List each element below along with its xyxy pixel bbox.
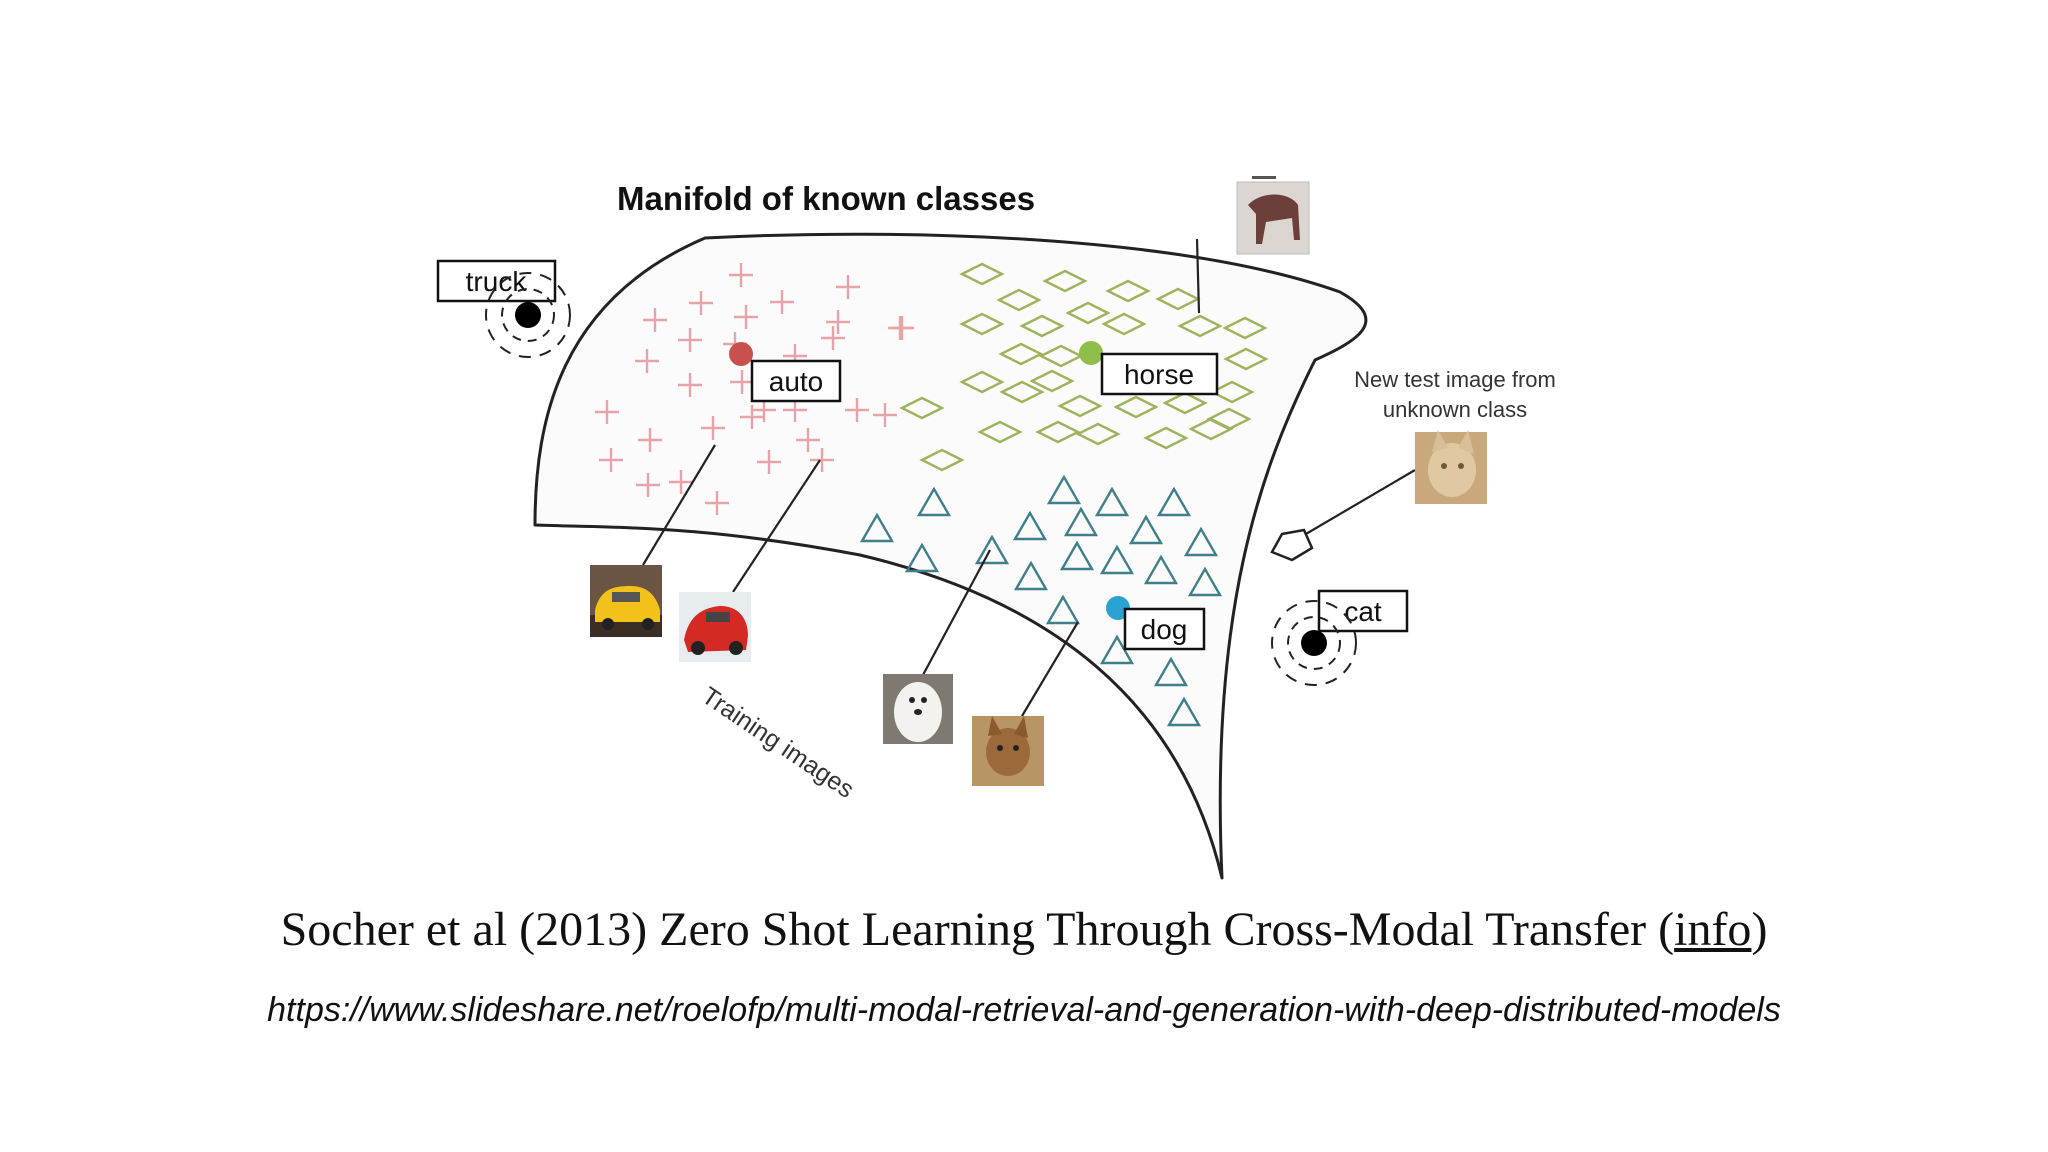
new-test-annotation-line1: New test image from [1354, 367, 1556, 392]
info-link[interactable]: info [1674, 903, 1751, 956]
horse-class-dot [1079, 341, 1103, 365]
cat-label: cat [1319, 591, 1407, 631]
truck-label: truck [438, 261, 555, 301]
training-images-label: Training images [697, 682, 859, 804]
new-test-annotation-line2: unknown class [1383, 397, 1527, 422]
horse-label: horse [1102, 354, 1217, 394]
white-dog-photo-thumbnail [883, 674, 953, 744]
horse-photo-thumbnail [1237, 176, 1309, 254]
new-test-point-pentagon [1272, 530, 1312, 560]
truck-label-text: truck [466, 266, 528, 297]
red-car-photo-thumbnail [679, 592, 751, 662]
auto-label-text: auto [769, 366, 824, 397]
horse-label-text: horse [1124, 359, 1194, 390]
citation-text: Socher et al (2013) Zero Shot Learning T… [281, 903, 1675, 956]
source-url[interactable]: https://www.slideshare.net/roelofp/multi… [0, 991, 2048, 1030]
cat-photo-thumbnail [1415, 430, 1487, 504]
auto-label: auto [752, 361, 840, 401]
diagram-title: Manifold of known classes [617, 180, 1035, 217]
yellow-car-photo-thumbnail [590, 565, 662, 637]
auto-class-dot [729, 342, 753, 366]
citation-line: Socher et al (2013) Zero Shot Learning T… [0, 902, 2048, 957]
manifold-surface [535, 234, 1366, 878]
dog-label: dog [1125, 609, 1204, 649]
dog-label-text: dog [1141, 614, 1188, 645]
manifold-diagram: Manifold of known classes truck auto hor… [0, 0, 2048, 880]
brown-dog-photo-thumbnail [972, 716, 1044, 786]
citation-suffix: ) [1751, 903, 1767, 956]
